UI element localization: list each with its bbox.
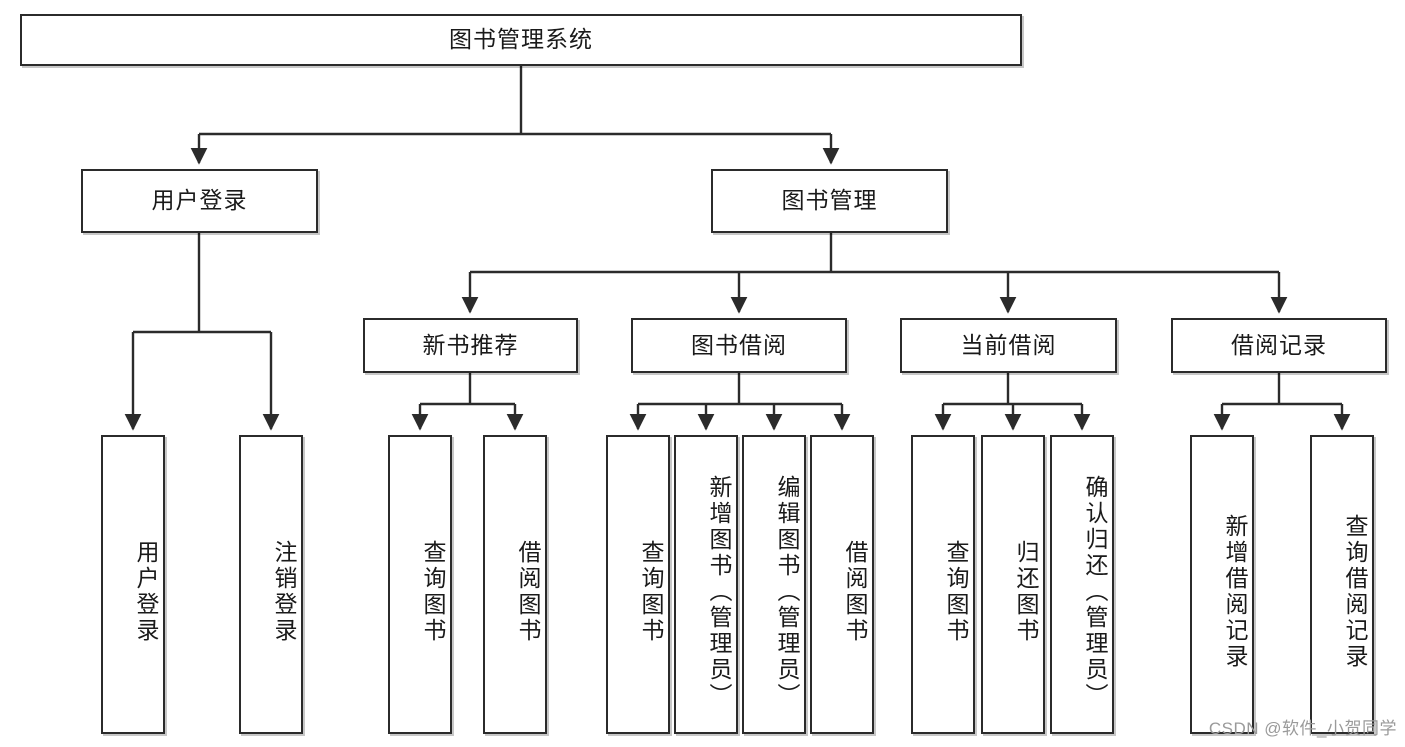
node-leaf-return-book[interactable]: 归还图书 (981, 435, 1045, 734)
node-current-borrow-label: 当前借阅 (960, 331, 1057, 358)
node-book-manage-label: 图书管理 (781, 187, 878, 214)
node-leaf-query-book-borrow[interactable]: 查询图书 (606, 435, 670, 734)
node-leaf-borrow-book-rec-label: 借阅图书 (515, 539, 541, 644)
node-leaf-edit-book-admin-label: 编辑图书（管理员） (774, 474, 800, 709)
node-leaf-borrow-book-borrow[interactable]: 借阅图书 (810, 435, 874, 734)
node-leaf-user-login-label: 用户登录 (133, 539, 159, 644)
node-book-borrow[interactable]: 图书借阅 (631, 318, 847, 373)
node-borrow-record-label: 借阅记录 (1231, 331, 1327, 358)
node-leaf-edit-book-admin[interactable]: 编辑图书（管理员） (742, 435, 806, 734)
node-leaf-user-login[interactable]: 用户登录 (101, 435, 165, 734)
node-leaf-logout-login-label: 注销登录 (271, 539, 297, 644)
node-leaf-add-book-admin-label: 新增图书（管理员） (706, 474, 732, 709)
node-borrow-record[interactable]: 借阅记录 (1171, 318, 1387, 373)
node-leaf-query-book-current-label: 查询图书 (943, 539, 969, 644)
node-leaf-query-book-rec[interactable]: 查询图书 (388, 435, 452, 734)
node-leaf-query-borrow-record-label: 查询借阅记录 (1342, 513, 1368, 670)
node-book-borrow-label: 图书借阅 (691, 331, 787, 358)
node-user-login[interactable]: 用户登录 (81, 169, 318, 233)
node-leaf-query-book-current[interactable]: 查询图书 (911, 435, 975, 734)
node-leaf-confirm-return-label: 确认归还（管理员） (1082, 474, 1108, 709)
node-leaf-query-book-rec-label: 查询图书 (420, 539, 446, 644)
node-leaf-confirm-return[interactable]: 确认归还（管理员） (1050, 435, 1114, 734)
node-new-book-recommend[interactable]: 新书推荐 (363, 318, 578, 373)
node-leaf-logout-login[interactable]: 注销登录 (239, 435, 303, 734)
node-user-login-label: 用户登录 (151, 187, 248, 214)
node-leaf-query-book-borrow-label: 查询图书 (638, 539, 664, 644)
node-leaf-add-borrow-record[interactable]: 新增借阅记录 (1190, 435, 1254, 734)
node-leaf-query-borrow-record[interactable]: 查询借阅记录 (1310, 435, 1374, 734)
csdn-watermark: CSDN @软件_小贺同学 (1208, 719, 1397, 738)
node-leaf-add-borrow-record-label: 新增借阅记录 (1222, 513, 1248, 670)
node-root[interactable]: 图书管理系统 (20, 14, 1022, 66)
node-leaf-borrow-book-borrow-label: 借阅图书 (842, 539, 868, 644)
node-leaf-borrow-book-rec[interactable]: 借阅图书 (483, 435, 547, 734)
node-root-label: 图书管理系统 (449, 26, 593, 53)
node-book-manage[interactable]: 图书管理 (711, 169, 948, 233)
node-leaf-return-book-label: 归还图书 (1013, 539, 1039, 644)
node-leaf-add-book-admin[interactable]: 新增图书（管理员） (674, 435, 738, 734)
node-new-book-recommend-label: 新书推荐 (422, 331, 519, 358)
node-current-borrow[interactable]: 当前借阅 (900, 318, 1117, 373)
